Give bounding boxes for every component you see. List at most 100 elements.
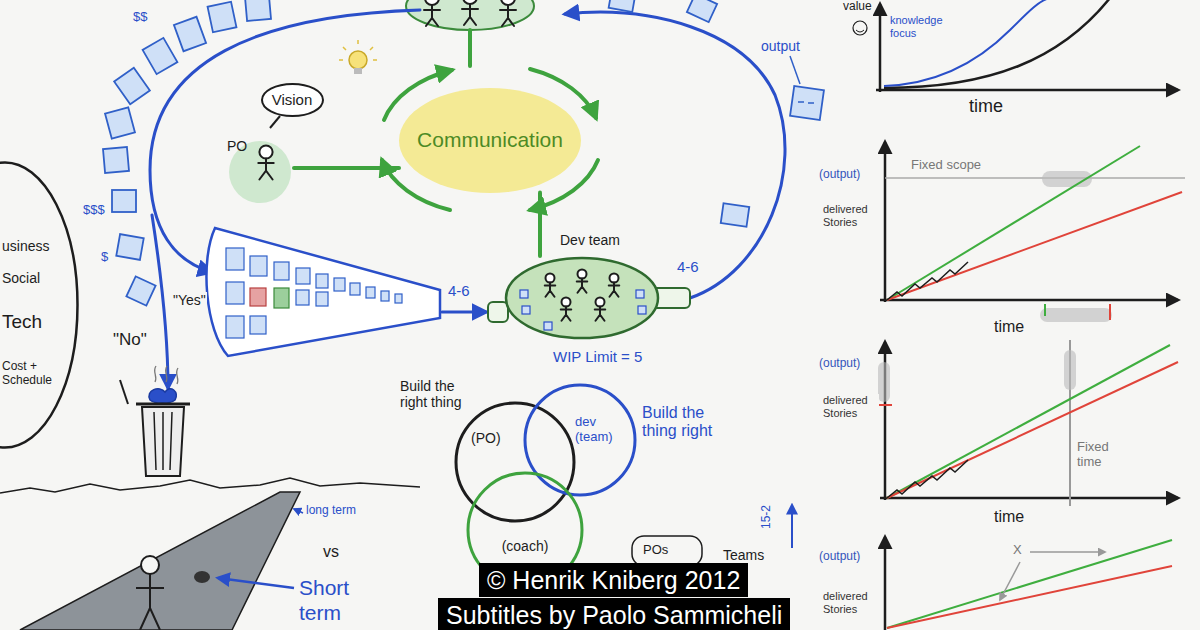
- road-label: long term: [305, 504, 357, 518]
- sketch-path: [155, 366, 178, 384]
- chart-variable: [885, 537, 1172, 630]
- sketch-circle: [141, 556, 159, 574]
- chart-fixed-time: [878, 340, 1178, 506]
- sketch-rect: [334, 278, 345, 291]
- sketch-rect: [250, 256, 267, 276]
- trash-can: [120, 366, 190, 476]
- sketch-rect: [488, 302, 508, 322]
- node-outline: [453, 400, 577, 524]
- node-text: Build the thing right: [642, 404, 742, 441]
- sketch-rect: [103, 147, 129, 173]
- sketch-path: [1030, 551, 1105, 553]
- sketch-path: [565, 12, 785, 298]
- sketch-path: [1044, 304, 1046, 316]
- sketch-path: [887, 192, 1182, 300]
- axis-label: time: [968, 96, 1004, 117]
- node-text: Dev team: [560, 232, 620, 248]
- note-dashes: [790, 56, 814, 103]
- flow-label: 4-6: [447, 282, 471, 299]
- sketch-rect: [126, 276, 155, 305]
- sketch-rect: [112, 190, 136, 212]
- sketch-path: [887, 566, 1172, 628]
- sketch-path: [136, 574, 164, 630]
- venn-circle: Build the right thing(PO): [453, 400, 577, 524]
- backlog-funnel: [206, 228, 440, 356]
- sketch-path: [879, 4, 882, 92]
- sketch-g: [226, 248, 402, 338]
- sketch-path: [791, 505, 793, 548]
- sketch-rect: [226, 282, 244, 304]
- time-label: Fixed time: [1076, 440, 1128, 470]
- node-text: Tech: [2, 311, 42, 333]
- axis-label: delivered Stories: [822, 394, 879, 419]
- sketch-path: [1109, 304, 1111, 320]
- sketch-path: [120, 380, 128, 404]
- sketch-path: [294, 509, 303, 513]
- sketch-path: [884, 142, 887, 302]
- node-text: Vision: [272, 91, 313, 108]
- node-outline: [0, 160, 80, 450]
- sketch-path: [270, 116, 280, 128]
- connector-line: [294, 166, 399, 170]
- team-label: Teams: [722, 547, 765, 563]
- po-figure: PO: [222, 132, 294, 204]
- sketch-path: [887, 262, 968, 300]
- team-label: 15-2: [760, 504, 774, 530]
- sketch-rect: [366, 287, 375, 298]
- node-text: Build the right thing: [400, 378, 482, 410]
- wip-label: WIP Limit = 5: [552, 348, 643, 365]
- sketch-rect: [790, 86, 824, 120]
- sketch-rect: [316, 274, 328, 288]
- flow-arcs: [150, 10, 785, 388]
- sketch-rect: [632, 536, 702, 566]
- money-label: $$$: [82, 203, 106, 218]
- dev-team-blob: Dev team: [504, 256, 660, 340]
- sketch-circle: [349, 51, 367, 69]
- scope-ellipse: usinessSocialTechCost + Schedule: [0, 160, 80, 450]
- team-label: POs: [642, 543, 669, 558]
- sketch-rect: [250, 288, 266, 306]
- scope-label: Fixed scope: [910, 158, 982, 173]
- lightbulb: [339, 40, 377, 74]
- node-text: (coach): [502, 538, 549, 554]
- sketch-path: [468, 30, 472, 66]
- sketch-path: [887, 540, 1172, 628]
- caption-line: © Henrik Kniberg 2012: [479, 563, 748, 597]
- sketch-path: [149, 389, 176, 403]
- sketch-path: [339, 40, 377, 60]
- road: [0, 478, 420, 630]
- node-text: dev (team): [575, 415, 625, 445]
- sketch-rect: [878, 362, 890, 402]
- flow-label: 4-6: [676, 258, 700, 275]
- sketch-path: [884, 0, 1050, 86]
- venn-circle: dev (team)Build the thing right: [522, 382, 638, 498]
- axis-label: value: [842, 0, 873, 14]
- sketch-path: [887, 362, 1178, 498]
- sketch-rect: [350, 283, 360, 295]
- sketch-ellipse: [406, 0, 534, 30]
- caption-line: Subtitles by Paolo Sammicheli: [438, 598, 790, 630]
- sketch-path: [887, 146, 1140, 300]
- axis-label: (output): [818, 357, 861, 371]
- sketch-path: [1000, 562, 1020, 600]
- road-label: vs: [322, 543, 340, 561]
- flow-label: "No": [112, 330, 148, 350]
- sketch-path: [856, 30, 864, 32]
- sketch-path: [424, 4, 516, 26]
- sketch-rect: [250, 316, 266, 334]
- sketch-path: [790, 56, 800, 84]
- sketch-ellipse: [194, 571, 210, 583]
- sketch-rect: [226, 248, 244, 270]
- sketch-path: [887, 460, 968, 498]
- sketch-rect: [296, 268, 310, 284]
- node-text: PO: [227, 138, 247, 154]
- axis-label: delivered Stories: [822, 590, 879, 615]
- money-label: $: [100, 250, 109, 265]
- sketch-rect: [1040, 308, 1112, 322]
- sketch-path: [218, 578, 294, 588]
- sketch-path: [880, 497, 1178, 500]
- sketch-rect: [116, 234, 143, 260]
- sketch-rect: [609, 0, 636, 12]
- sketch-rect: [114, 68, 150, 105]
- sketch-path: [884, 537, 887, 630]
